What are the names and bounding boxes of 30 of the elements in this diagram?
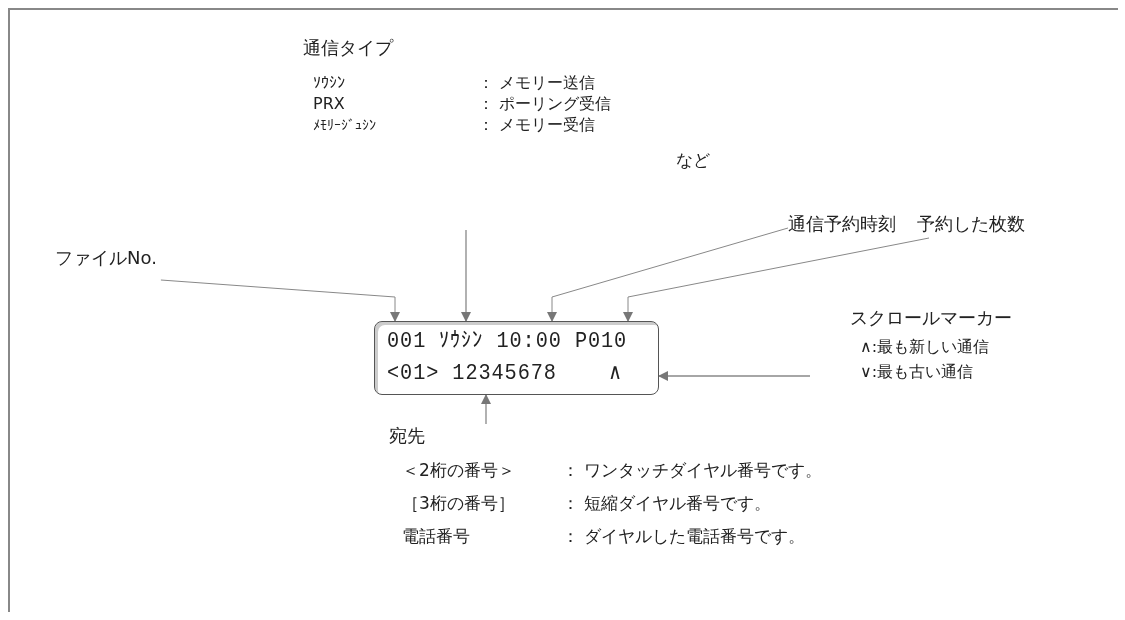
leader-arrow: [461, 229, 471, 322]
callout-heading: スクロールマーカー: [850, 306, 1012, 330]
display-text: 001 ｿｳｼﾝ 10:00 P010: [387, 328, 628, 356]
type-code: PRX: [313, 94, 345, 114]
callout-text: ファイルNo.: [55, 246, 157, 270]
callout-text: ∨:最も古い通信: [859, 361, 975, 383]
note-text: など: [676, 150, 710, 170]
callout-text: 予約した枚数: [917, 212, 1025, 236]
destination-description: ： ワンタッチダイヤル番号です。: [562, 460, 823, 480]
display-text: <01> 12345678 ∧: [387, 360, 624, 388]
lcd-display: [374, 321, 660, 395]
callout-text: 通信予約時刻: [788, 212, 896, 236]
destination-format: 電話番号: [402, 526, 470, 546]
callout-heading: 通信タイプ: [303, 36, 395, 60]
destination-description: ： ダイヤルした電話番号です。: [562, 526, 806, 546]
destination-description: ： 短縮ダイヤル番号です。: [562, 493, 772, 513]
leader-arrow: [481, 394, 491, 425]
type-description: ： ポーリング受信: [478, 94, 612, 114]
leader-arrow: [547, 227, 789, 322]
leader-arrow: [658, 371, 811, 381]
destination-format: ＜2桁の番号＞: [402, 460, 515, 480]
callout-heading: 宛先: [389, 424, 426, 448]
leader-arrow: [160, 279, 400, 322]
type-code: ﾒﾓﾘｰｼﾞｭｼﾝ: [313, 116, 376, 135]
type-description: ： メモリー送信: [478, 73, 596, 93]
destination-format: ［3桁の番号］: [402, 493, 515, 513]
type-code: ｿｳｼﾝ: [313, 73, 345, 93]
callout-text: ∧:最も新しい通信: [859, 336, 991, 358]
type-description: ： メモリー受信: [478, 115, 596, 135]
leader-arrow: [623, 237, 930, 322]
